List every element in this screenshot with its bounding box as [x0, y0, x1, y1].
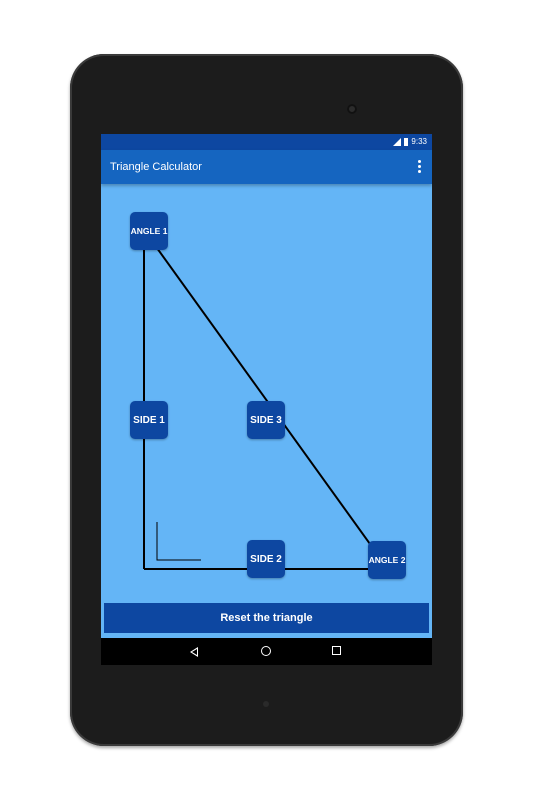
screen: 9:33 Triangle Calculator ANGLE 1 SIDE 1 … — [101, 134, 432, 665]
reset-triangle-button[interactable]: Reset the triangle — [104, 603, 429, 633]
side-3-button[interactable]: SIDE 3 — [247, 401, 285, 439]
home-icon[interactable] — [261, 646, 271, 656]
angle-1-button[interactable]: ANGLE 1 — [130, 212, 168, 250]
status-icons: 9:33 — [393, 137, 427, 146]
front-camera — [347, 104, 357, 114]
navigation-bar — [101, 638, 432, 665]
angle-2-button[interactable]: ANGLE 2 — [368, 541, 406, 579]
side-1-button[interactable]: SIDE 1 — [130, 401, 168, 439]
app-title: Triangle Calculator — [110, 161, 202, 173]
triangle-canvas: ANGLE 1 SIDE 1 SIDE 3 SIDE 2 ANGLE 2 — [101, 184, 432, 602]
side-3-line — [143, 229, 389, 570]
overflow-menu-icon[interactable] — [418, 160, 422, 173]
app-bar: Triangle Calculator — [101, 150, 432, 184]
right-angle-marker — [156, 522, 201, 561]
battery-icon — [404, 137, 409, 146]
sensor-dot — [263, 701, 269, 707]
signal-icon — [393, 137, 402, 146]
status-bar: 9:33 — [101, 134, 432, 150]
recent-apps-icon[interactable] — [332, 646, 341, 655]
status-time: 9:33 — [411, 137, 427, 146]
back-icon[interactable] — [190, 647, 198, 657]
side-2-button[interactable]: SIDE 2 — [247, 540, 285, 578]
